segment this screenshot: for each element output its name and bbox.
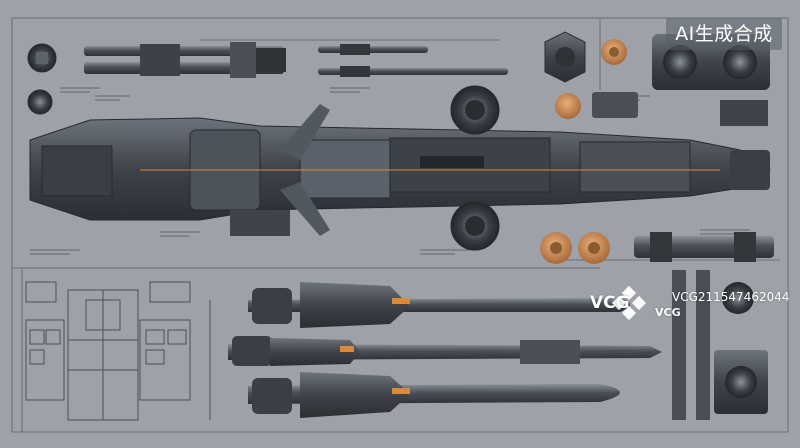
rod-parts-top <box>318 44 508 77</box>
barrel-assembly-top <box>84 42 286 78</box>
main-spaceship-hull <box>29 85 771 251</box>
vcg-image-id: VCG211547462044 <box>672 290 790 304</box>
right-side-parts <box>634 232 774 420</box>
copper-discs <box>540 232 610 264</box>
missile-2 <box>228 336 662 366</box>
vcg-watermark-logo: VCG <box>590 293 630 313</box>
missile-3 <box>248 372 620 418</box>
ai-generated-badge: AI生成合成 <box>666 18 782 50</box>
vcg-logo-mark <box>611 285 647 321</box>
floor-plan-schematic <box>25 281 211 421</box>
missile-1 <box>248 282 630 328</box>
round-module-top-left <box>27 43 57 115</box>
vcg-watermark-small: VCG <box>655 306 681 319</box>
